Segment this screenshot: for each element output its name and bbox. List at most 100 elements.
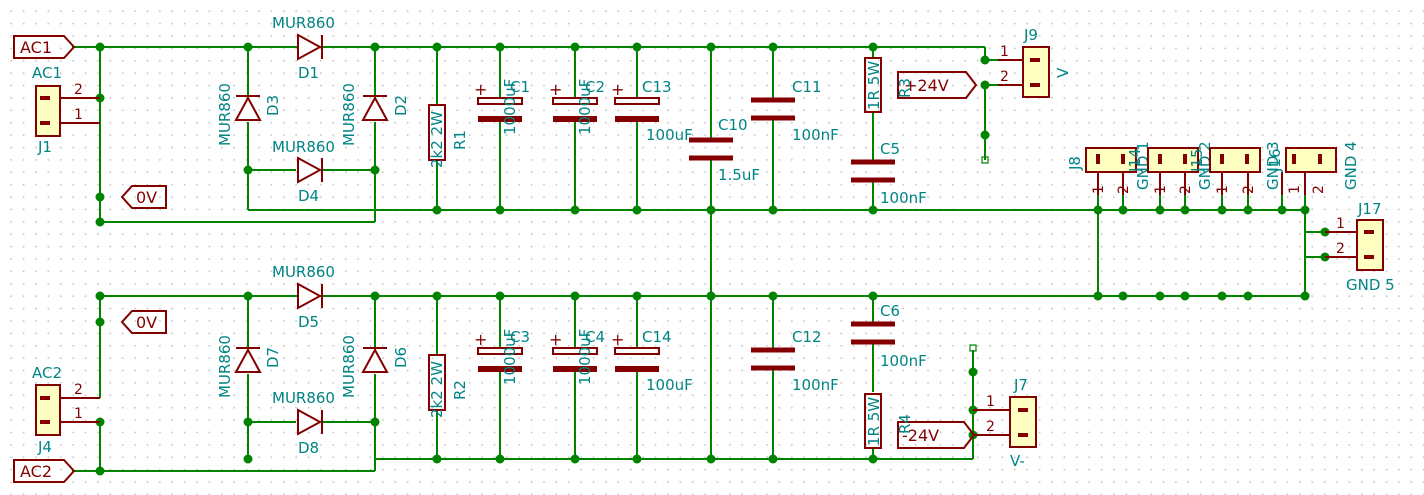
j16-ref: J16 bbox=[1266, 148, 1284, 173]
svg-text:2: 2 bbox=[1178, 185, 1194, 194]
c11-ref: C11 bbox=[792, 78, 822, 96]
d1-value: MUR860 bbox=[272, 14, 335, 32]
wires bbox=[72, 46, 1340, 472]
svg-text:2: 2 bbox=[1116, 185, 1132, 194]
capacitor-c11: C11 100nF bbox=[751, 78, 839, 144]
svg-text:+: + bbox=[474, 330, 487, 349]
c14-ref: C14 bbox=[642, 328, 672, 346]
c4-ref: C4 bbox=[585, 328, 605, 346]
capacitor-c6: C6 100nF bbox=[851, 302, 927, 370]
resistor-r1: 2k2 2W R1 bbox=[428, 104, 469, 168]
c13-value: 100uF bbox=[646, 126, 693, 144]
c6-ref: C6 bbox=[880, 302, 900, 320]
j8-ref: J8 bbox=[1066, 156, 1084, 171]
svg-text:2: 2 bbox=[1000, 69, 1009, 85]
junctions bbox=[95, 42, 1330, 476]
r3-value: 1R 5W bbox=[865, 61, 883, 110]
r2-ref: R2 bbox=[451, 380, 469, 400]
c12-ref: C12 bbox=[792, 328, 822, 346]
r4-ref: R4 bbox=[896, 414, 914, 434]
j7-ref: J7 bbox=[1013, 376, 1028, 394]
c5-value: 100nF bbox=[880, 189, 927, 207]
j15-value: GND 3 bbox=[1264, 141, 1282, 190]
svg-text:1: 1 bbox=[1000, 44, 1009, 60]
capacitor-c2: + C2 1000uF bbox=[549, 78, 605, 135]
d4-ref: D4 bbox=[298, 187, 319, 205]
d6-ref: D6 bbox=[392, 347, 410, 368]
svg-text:+: + bbox=[549, 80, 562, 99]
svg-text:2: 2 bbox=[1311, 185, 1327, 194]
capacitor-c14: + C14 100uF bbox=[611, 328, 693, 394]
svg-text:1: 1 bbox=[1287, 185, 1303, 194]
c10-value: 1.5uF bbox=[718, 166, 760, 184]
net-label-neg24: -24V bbox=[897, 421, 976, 449]
d2-value: MUR860 bbox=[340, 83, 358, 146]
net-label-0v-top-text: 0V bbox=[136, 188, 157, 207]
svg-text:2: 2 bbox=[986, 419, 995, 435]
diode-d3: MUR860 D3 bbox=[216, 83, 282, 146]
svg-text:1: 1 bbox=[1215, 185, 1231, 194]
resistor-r4: 1R 5W R4 bbox=[864, 393, 914, 449]
j9-value: V bbox=[1054, 67, 1072, 78]
j16-value: GND 4 bbox=[1342, 141, 1360, 190]
connector-j15: 1 2 J15 GND 3 bbox=[1188, 141, 1282, 195]
d3-value: MUR860 bbox=[216, 83, 234, 146]
d5-ref: D5 bbox=[298, 313, 319, 331]
capacitor-c12: C12 100nF bbox=[751, 328, 839, 394]
svg-text:+: + bbox=[474, 80, 487, 99]
diode-d6: MUR860 D6 bbox=[340, 335, 410, 398]
svg-text:1: 1 bbox=[74, 406, 83, 422]
net-label-ac2-text: AC2 bbox=[20, 462, 52, 481]
j14-ref: J14 bbox=[1126, 148, 1144, 173]
svg-text:1: 1 bbox=[74, 107, 83, 123]
d8-ref: D8 bbox=[298, 439, 319, 457]
svg-text:2: 2 bbox=[74, 382, 83, 398]
svg-text:2: 2 bbox=[74, 82, 83, 98]
c10-ref: C10 bbox=[718, 116, 748, 134]
d5-value: MUR860 bbox=[272, 263, 335, 281]
r3-ref: R3 bbox=[896, 78, 914, 98]
c2-value: 1000uF bbox=[576, 79, 594, 135]
c3-value: 1000uF bbox=[501, 329, 519, 385]
net-label-0v-bottom: 0V bbox=[120, 310, 167, 334]
svg-text:1: 1 bbox=[1153, 185, 1169, 194]
d3-ref: D3 bbox=[264, 95, 282, 116]
connector-j16: 1 2 J16 GND 4 bbox=[1266, 141, 1360, 195]
svg-text:+: + bbox=[611, 330, 624, 349]
resistor-r2: 2k2 2W R2 bbox=[428, 354, 469, 418]
c1-ref: C1 bbox=[510, 78, 530, 96]
resistor-r3: 1R 5W R3 bbox=[864, 57, 914, 113]
c1-value: 1000uF bbox=[501, 79, 519, 135]
j4-ref: J4 bbox=[37, 438, 52, 456]
c2-ref: C2 bbox=[585, 78, 605, 96]
diode-d1: MUR860 D1 bbox=[272, 14, 335, 82]
net-label-pos24-text: +24V bbox=[904, 76, 949, 95]
c12-value: 100nF bbox=[792, 376, 839, 394]
c6-value: 100nF bbox=[880, 352, 927, 370]
j7-value: V- bbox=[1010, 452, 1025, 470]
j1-value: AC1 bbox=[32, 64, 62, 82]
net-label-ac1: AC1 bbox=[13, 35, 76, 59]
r1-value: 2k2 2W bbox=[428, 111, 446, 168]
net-label-ac1-text: AC1 bbox=[20, 38, 52, 57]
d7-ref: D7 bbox=[264, 347, 282, 368]
j4-value: AC2 bbox=[32, 364, 62, 382]
capacitor-c5: C5 100nF bbox=[851, 140, 927, 207]
j1-ref: J1 bbox=[37, 138, 52, 156]
svg-text:+: + bbox=[549, 330, 562, 349]
capacitor-c10: C10 1.5uF bbox=[689, 116, 760, 184]
diode-d5: MUR860 D5 bbox=[272, 263, 335, 331]
j15-ref: J15 bbox=[1188, 148, 1206, 173]
svg-text:1: 1 bbox=[986, 394, 995, 410]
diode-d7: MUR860 D7 bbox=[216, 335, 282, 398]
d7-value: MUR860 bbox=[216, 335, 234, 398]
j17-value: GND 5 bbox=[1346, 276, 1395, 294]
r2-value: 2k2 2W bbox=[428, 361, 446, 418]
net-label-0v-bottom-text: 0V bbox=[136, 313, 157, 332]
d2-ref: D2 bbox=[392, 95, 410, 116]
c4-value: 1000uF bbox=[576, 329, 594, 385]
net-label-neg24-text: -24V bbox=[902, 426, 939, 445]
connector-j17: 1 2 J17 GND 5 bbox=[1325, 200, 1395, 294]
